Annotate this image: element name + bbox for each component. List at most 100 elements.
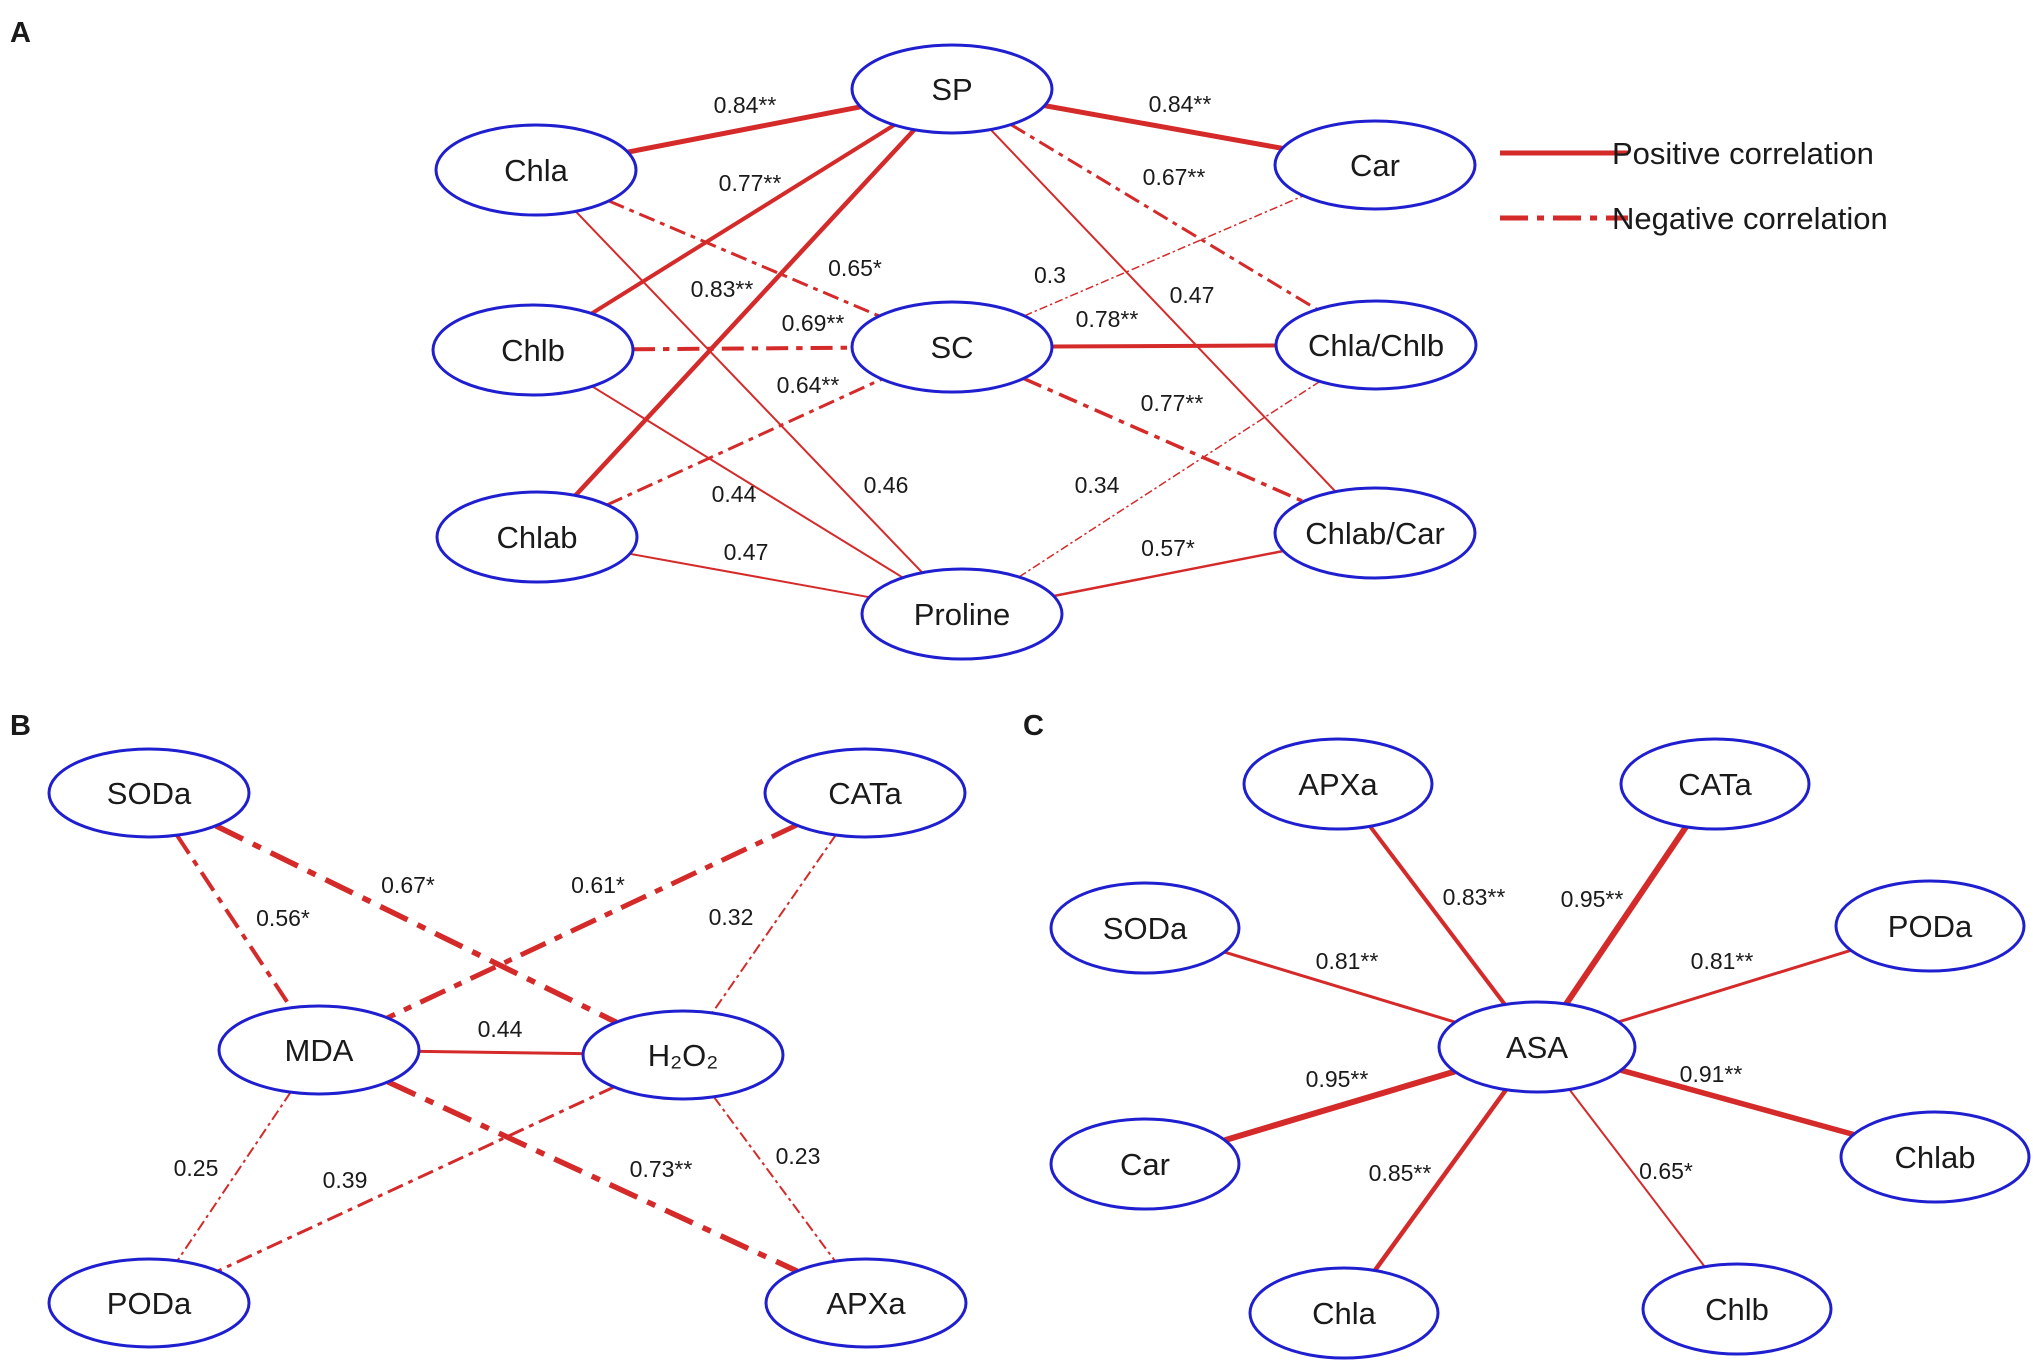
node-car-ellipse bbox=[1273, 119, 1477, 211]
edge-chlb-sp bbox=[590, 123, 896, 316]
node-chlab-ellipse bbox=[435, 490, 639, 584]
node-poda-label: PODa bbox=[1888, 909, 1973, 944]
edge-label-sp-chlachlb: 0.67** bbox=[1143, 164, 1206, 190]
edge-chla-sc bbox=[608, 199, 880, 318]
node-poda-ellipse bbox=[1834, 879, 2026, 973]
edge-label-chlb-proline: 0.44 bbox=[712, 481, 757, 507]
edge-asa-cata bbox=[1563, 825, 1689, 1006]
node-chlb-label: Chlb bbox=[1705, 1292, 1769, 1327]
node-mda-label: MDA bbox=[285, 1033, 354, 1068]
edge-label-sc-chlabcar: 0.77** bbox=[1141, 390, 1204, 416]
node-chlachlb: Chla/Chlb bbox=[1274, 299, 1478, 391]
node-cata-ellipse bbox=[1619, 737, 1811, 831]
node-chlab: Chlab bbox=[1839, 1110, 2031, 1204]
node-asa-label: ASA bbox=[1506, 1030, 1568, 1065]
node-car: Car bbox=[1049, 1117, 1241, 1211]
edge-label-chla-sc: 0.65* bbox=[828, 255, 882, 281]
edge-mda-h2o2 bbox=[418, 1049, 584, 1056]
node-chla-label: Chla bbox=[504, 153, 569, 188]
node-cata: CATa bbox=[1619, 737, 1811, 831]
node-car-label: Car bbox=[1350, 148, 1400, 183]
node-soda-ellipse bbox=[1049, 881, 1241, 975]
node-apxa-label: APXa bbox=[826, 1286, 906, 1321]
edge-chlb-proline bbox=[591, 385, 904, 579]
node-h2o2-ellipse bbox=[581, 1009, 785, 1101]
legend-positive-label: Positive correlation bbox=[1612, 136, 1874, 171]
node-poda: PODa bbox=[1834, 879, 2026, 973]
edge-label-h2o2-poda: 0.39 bbox=[323, 1167, 368, 1193]
node-cata-label: CATa bbox=[828, 776, 902, 811]
node-chlab-label: Chlab bbox=[1895, 1140, 1976, 1175]
node-chlabcar-label: Chlab/Car bbox=[1305, 516, 1445, 551]
edge-chlab-proline bbox=[629, 552, 870, 599]
edge-label-mda-apxa: 0.73** bbox=[630, 1156, 693, 1182]
node-sc-ellipse bbox=[850, 300, 1054, 394]
node-chla-ellipse bbox=[434, 123, 638, 217]
node-soda: SODa bbox=[1049, 881, 1241, 975]
edge-asa-chlb bbox=[1568, 1088, 1706, 1268]
edge-label-asa-poda: 0.81** bbox=[1691, 948, 1754, 974]
panel-a-letter: A bbox=[10, 17, 31, 49]
edge-soda-h2o2 bbox=[214, 823, 618, 1025]
edge-label-sp-chlabcar: 0.47 bbox=[1170, 282, 1215, 308]
edge-chlb-sc bbox=[632, 345, 853, 352]
edge-asa-chla bbox=[1373, 1088, 1508, 1272]
node-poda-ellipse bbox=[47, 1257, 251, 1349]
node-chlb-ellipse bbox=[431, 303, 635, 397]
node-soda-ellipse bbox=[47, 747, 251, 839]
edge-label-chlab-proline: 0.47 bbox=[724, 539, 769, 565]
node-soda: SODa bbox=[47, 747, 251, 839]
node-poda-label: PODa bbox=[107, 1286, 192, 1321]
edge-sc-car bbox=[1023, 195, 1304, 317]
node-chlachlb-label: Chla/Chlb bbox=[1308, 328, 1444, 363]
panel-c-letter: C bbox=[1023, 710, 1044, 742]
node-poda: PODa bbox=[47, 1257, 251, 1349]
edge-label-asa-chla: 0.85** bbox=[1369, 1160, 1432, 1186]
edge-label-proline-chlachlb: 0.34 bbox=[1075, 472, 1120, 498]
edge-asa-chlab bbox=[1620, 1067, 1855, 1138]
node-mda: MDA bbox=[217, 1004, 421, 1096]
node-proline-label: Proline bbox=[914, 597, 1011, 632]
edge-label-sc-car: 0.3 bbox=[1034, 262, 1066, 288]
edge-asa-apxa bbox=[1368, 825, 1507, 1006]
edge-label-chlb-sc: 0.69** bbox=[782, 310, 845, 336]
node-proline: Proline bbox=[860, 567, 1064, 661]
node-chla-ellipse bbox=[1248, 1266, 1440, 1360]
node-chla-label: Chla bbox=[1312, 1296, 1377, 1331]
edge-label-asa-cata: 0.95** bbox=[1561, 886, 1624, 912]
edge-sp-chlachlb bbox=[1010, 123, 1318, 311]
edge-label-sp-car: 0.84** bbox=[1149, 91, 1212, 117]
edge-label-asa-apxa: 0.83** bbox=[1443, 884, 1506, 910]
edge-h2o2-poda bbox=[217, 1085, 615, 1273]
edge-proline-chlabcar bbox=[1053, 549, 1284, 598]
node-apxa: APXa bbox=[764, 1257, 968, 1349]
node-chlab-ellipse bbox=[1839, 1110, 2031, 1204]
edge-asa-poda bbox=[1617, 948, 1852, 1024]
edge-mda-apxa bbox=[386, 1079, 799, 1274]
edge-label-chlab-sc: 0.64** bbox=[777, 372, 840, 398]
node-car-label: Car bbox=[1120, 1147, 1170, 1182]
edge-label-asa-chlab: 0.91** bbox=[1680, 1061, 1743, 1087]
node-car: Car bbox=[1273, 119, 1477, 211]
edge-label-chla-sp: 0.84** bbox=[714, 92, 777, 118]
edge-label-cata-mda: 0.61* bbox=[571, 872, 625, 898]
edge-label-asa-chlb: 0.65* bbox=[1639, 1158, 1693, 1184]
node-apxa-ellipse bbox=[764, 1257, 968, 1349]
edge-sp-car bbox=[1044, 103, 1283, 151]
node-asa-ellipse bbox=[1437, 1000, 1637, 1094]
node-asa: ASA bbox=[1437, 1000, 1637, 1094]
node-cata: CATa bbox=[763, 747, 967, 839]
edge-label-h2o2-apxa: 0.23 bbox=[776, 1143, 821, 1169]
edge-label-chla-proline: 0.46 bbox=[864, 472, 909, 498]
panel-b-letter: B bbox=[10, 710, 31, 742]
node-cata-ellipse bbox=[763, 747, 967, 839]
edge-label-cata-h2o2: 0.32 bbox=[709, 904, 754, 930]
node-h2o2-label: H₂O₂ bbox=[648, 1038, 719, 1073]
node-soda-label: SODa bbox=[107, 776, 192, 811]
node-chlab-label: Chlab bbox=[497, 520, 578, 555]
node-car-ellipse bbox=[1049, 1117, 1241, 1211]
edge-cata-mda bbox=[386, 822, 798, 1021]
edge-soda-mda bbox=[175, 834, 293, 1009]
